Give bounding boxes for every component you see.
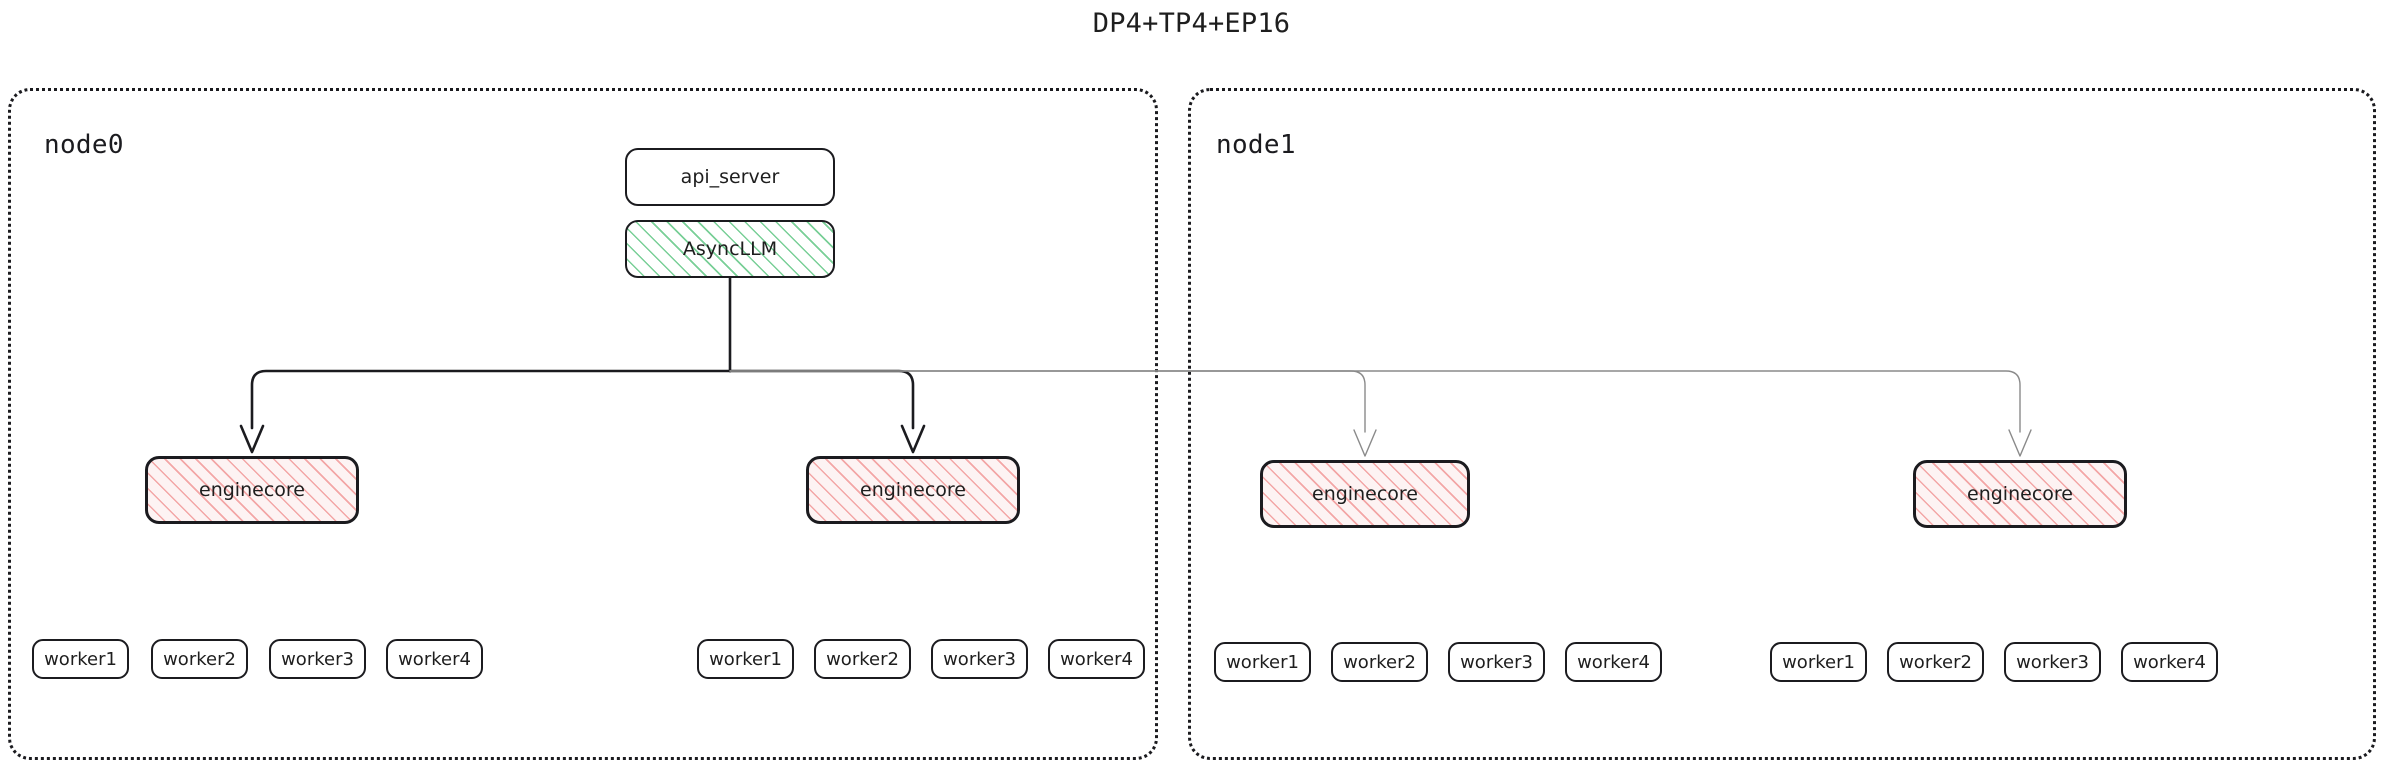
worker-box-node0-right-worker2-label: worker2 bbox=[826, 648, 899, 670]
worker-box-node1-right-worker4-label: worker4 bbox=[2133, 651, 2206, 673]
enginecore-box-0[interactable]: enginecore bbox=[145, 456, 359, 524]
edge-branch-1 bbox=[728, 369, 915, 430]
worker-box-node1-left-worker2[interactable]: worker2 bbox=[1331, 642, 1428, 682]
worker-box-node0-left-worker4[interactable]: worker4 bbox=[386, 639, 483, 679]
worker-box-node0-right-worker4-label: worker4 bbox=[1060, 648, 1133, 670]
worker-box-node1-right-worker3-label: worker3 bbox=[2016, 651, 2089, 673]
page-title: DP4+TP4+EP16 bbox=[1092, 8, 1291, 39]
enginecore-box-2[interactable]: enginecore bbox=[1260, 460, 1470, 528]
worker-box-node0-left-worker4-label: worker4 bbox=[398, 648, 471, 670]
worker-box-node1-left-worker1-label: worker1 bbox=[1226, 651, 1299, 673]
edge-branch-0 bbox=[250, 369, 732, 430]
worker-box-node0-right-worker2[interactable]: worker2 bbox=[814, 639, 911, 679]
enginecore-box-3-label: enginecore bbox=[1967, 483, 2073, 505]
worker-box-node1-right-worker2[interactable]: worker2 bbox=[1887, 642, 1984, 682]
worker-box-node1-right-worker4[interactable]: worker4 bbox=[2121, 642, 2218, 682]
worker-box-node0-left-worker1[interactable]: worker1 bbox=[32, 639, 129, 679]
worker-box-node0-left-worker2-label: worker2 bbox=[163, 648, 236, 670]
async-llm-box-label: AsyncLLM bbox=[682, 238, 778, 260]
worker-box-node1-left-worker3-label: worker3 bbox=[1460, 651, 1533, 673]
worker-box-node0-left-worker3-label: worker3 bbox=[281, 648, 354, 670]
worker-box-node1-left-worker4-label: worker4 bbox=[1577, 651, 1650, 673]
edge-branch-2 bbox=[729, 370, 1366, 433]
worker-box-node0-left-worker2[interactable]: worker2 bbox=[151, 639, 248, 679]
async-llm-box[interactable]: AsyncLLM bbox=[625, 220, 835, 278]
worker-box-node1-right-worker1-label: worker1 bbox=[1782, 651, 1855, 673]
arrowhead-2 bbox=[1353, 429, 1377, 457]
node-group-node0 bbox=[8, 88, 1158, 760]
worker-box-node1-left-worker2-label: worker2 bbox=[1343, 651, 1416, 673]
worker-box-node0-right-worker3[interactable]: worker3 bbox=[931, 639, 1028, 679]
enginecore-box-2-label: enginecore bbox=[1312, 483, 1418, 505]
arrowhead-0 bbox=[239, 424, 265, 454]
enginecore-box-0-label: enginecore bbox=[199, 479, 305, 501]
enginecore-box-3[interactable]: enginecore bbox=[1913, 460, 2127, 528]
node-label-node1: node1 bbox=[1216, 130, 1296, 160]
worker-box-node1-right-worker3[interactable]: worker3 bbox=[2004, 642, 2101, 682]
worker-box-node0-left-worker3[interactable]: worker3 bbox=[269, 639, 366, 679]
worker-box-node1-left-worker4[interactable]: worker4 bbox=[1565, 642, 1662, 682]
worker-box-node1-left-worker3[interactable]: worker3 bbox=[1448, 642, 1545, 682]
enginecore-box-1[interactable]: enginecore bbox=[806, 456, 1020, 524]
arrowhead-1 bbox=[900, 424, 926, 454]
worker-box-node1-left-worker1[interactable]: worker1 bbox=[1214, 642, 1311, 682]
worker-box-node0-right-worker3-label: worker3 bbox=[943, 648, 1016, 670]
edge-branch-3 bbox=[729, 370, 2021, 433]
api-server-box[interactable]: api_server bbox=[625, 148, 835, 206]
node-group-node1 bbox=[1188, 88, 2376, 760]
api-server-box-label: api_server bbox=[680, 166, 780, 188]
worker-box-node0-right-worker1-label: worker1 bbox=[709, 648, 782, 670]
enginecore-box-1-label: enginecore bbox=[860, 479, 966, 501]
worker-box-node0-right-worker4[interactable]: worker4 bbox=[1048, 639, 1145, 679]
node-label-node0: node0 bbox=[44, 130, 124, 160]
worker-box-node0-left-worker1-label: worker1 bbox=[44, 648, 117, 670]
arrowhead-3 bbox=[2008, 429, 2032, 457]
worker-box-node1-right-worker2-label: worker2 bbox=[1899, 651, 1972, 673]
worker-box-node1-right-worker1[interactable]: worker1 bbox=[1770, 642, 1867, 682]
worker-box-node0-right-worker1[interactable]: worker1 bbox=[697, 639, 794, 679]
